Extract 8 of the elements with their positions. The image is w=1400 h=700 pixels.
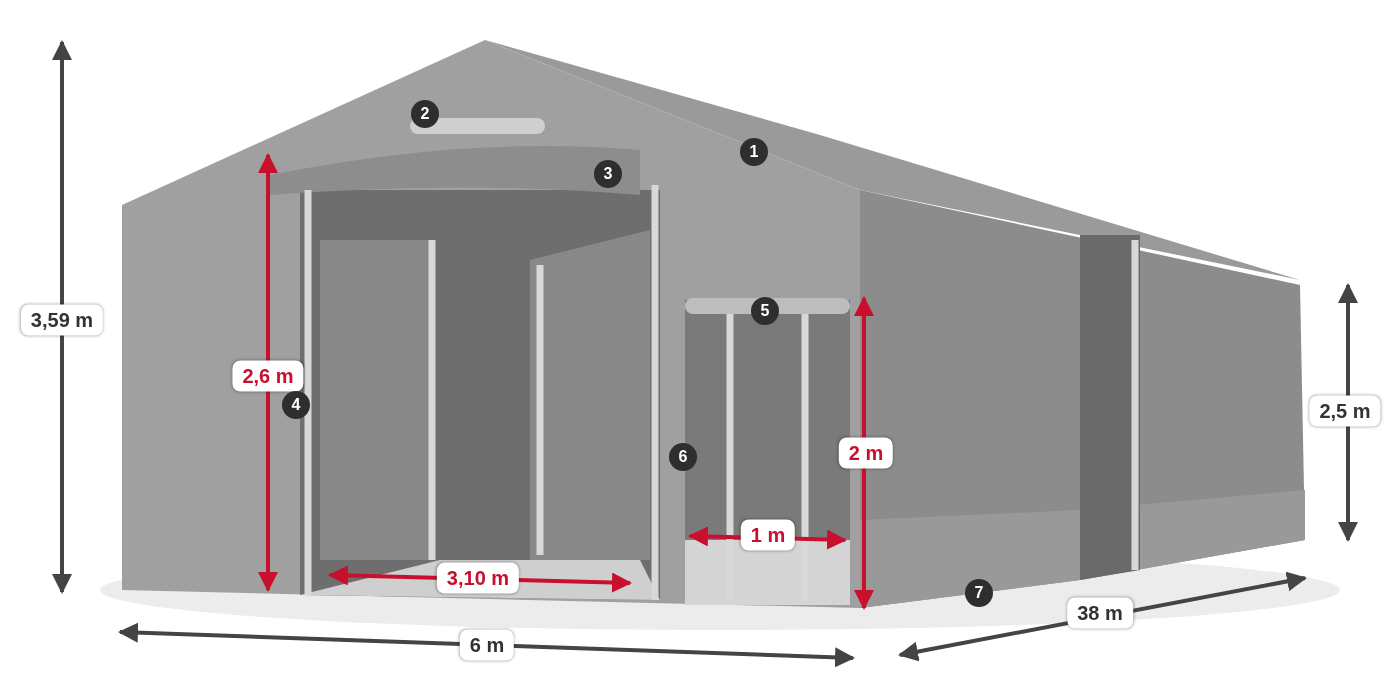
dimension-label: 1 m [740, 519, 796, 551]
dimension-label: 6 m [459, 629, 515, 661]
dimension-label: 38 m [1067, 597, 1133, 629]
dimension-label: 2,5 m [1309, 395, 1381, 427]
dimension-label: 2,6 m [232, 360, 304, 392]
dimension-label: 3,10 m [436, 562, 520, 594]
dimension-label: 3,59 m [20, 304, 104, 336]
dimension-label: 2 m [838, 437, 894, 469]
